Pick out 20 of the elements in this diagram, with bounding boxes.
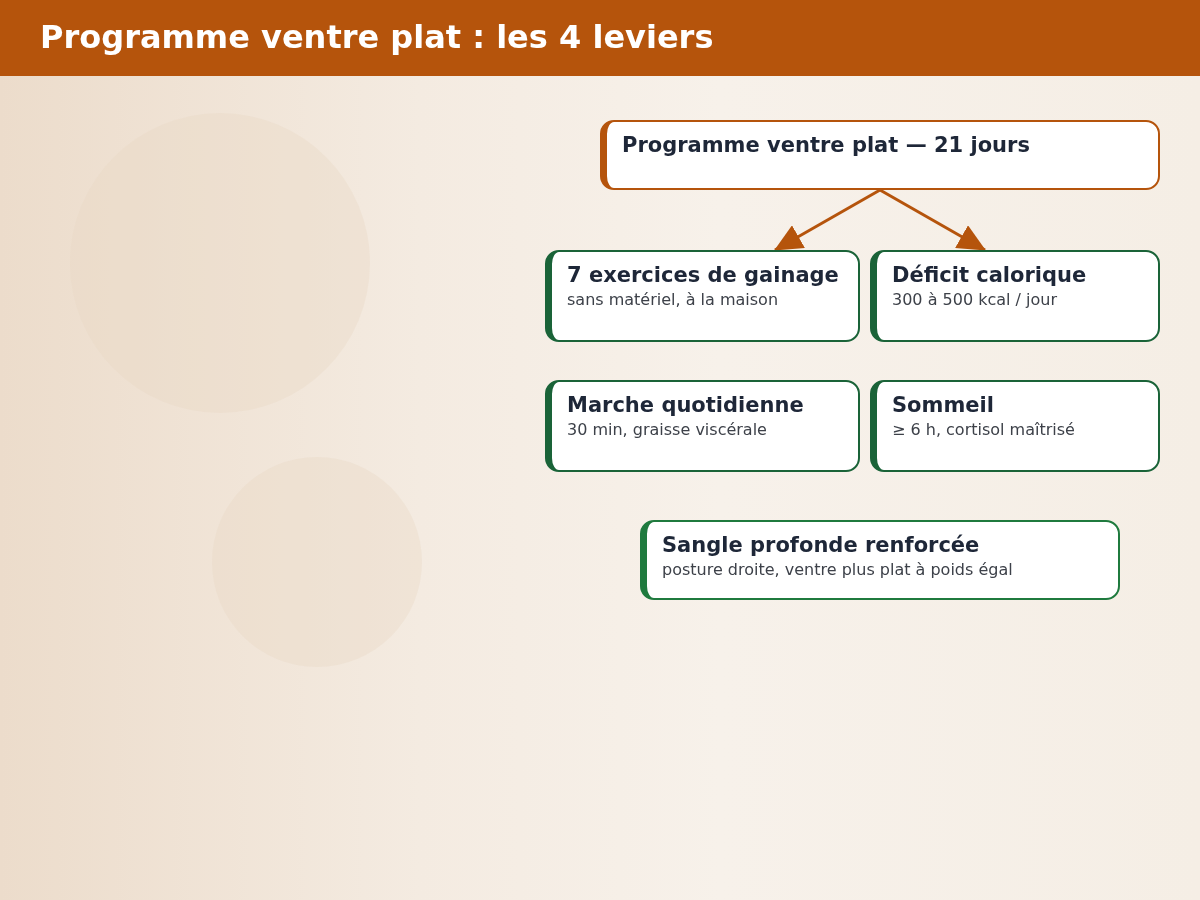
card-heading: Déficit calorique bbox=[892, 262, 1088, 289]
card-heading: Programme ventre plat — 21 jours bbox=[622, 132, 1031, 159]
card-description: 300 à 500 kcal / jour bbox=[892, 289, 1058, 311]
card-heading: Sangle profonde renforcée bbox=[662, 532, 981, 559]
program-box bbox=[600, 120, 1160, 190]
card-description: posture droite, ventre plus plat à poids égal bbox=[662, 559, 1014, 581]
lever-card bbox=[545, 380, 860, 472]
card-heading: Sommeil bbox=[892, 392, 995, 419]
card-description: 30 min, graisse viscérale bbox=[567, 419, 768, 441]
card-heading: 7 exercices de gainage bbox=[567, 262, 840, 289]
lever-card bbox=[870, 250, 1160, 342]
arrow bbox=[879, 188, 986, 252]
lever-card bbox=[545, 250, 860, 342]
card-description: ≥ 6 h, cortisol maîtrisé bbox=[892, 419, 1076, 441]
page-title: Programme ventre plat : les 4 leviers bbox=[40, 17, 714, 57]
lever-card bbox=[870, 380, 1160, 472]
result-card bbox=[640, 520, 1120, 600]
arrow bbox=[774, 188, 881, 252]
card-heading: Marche quotidienne bbox=[567, 392, 805, 419]
card-description: sans matériel, à la maison bbox=[567, 289, 780, 311]
